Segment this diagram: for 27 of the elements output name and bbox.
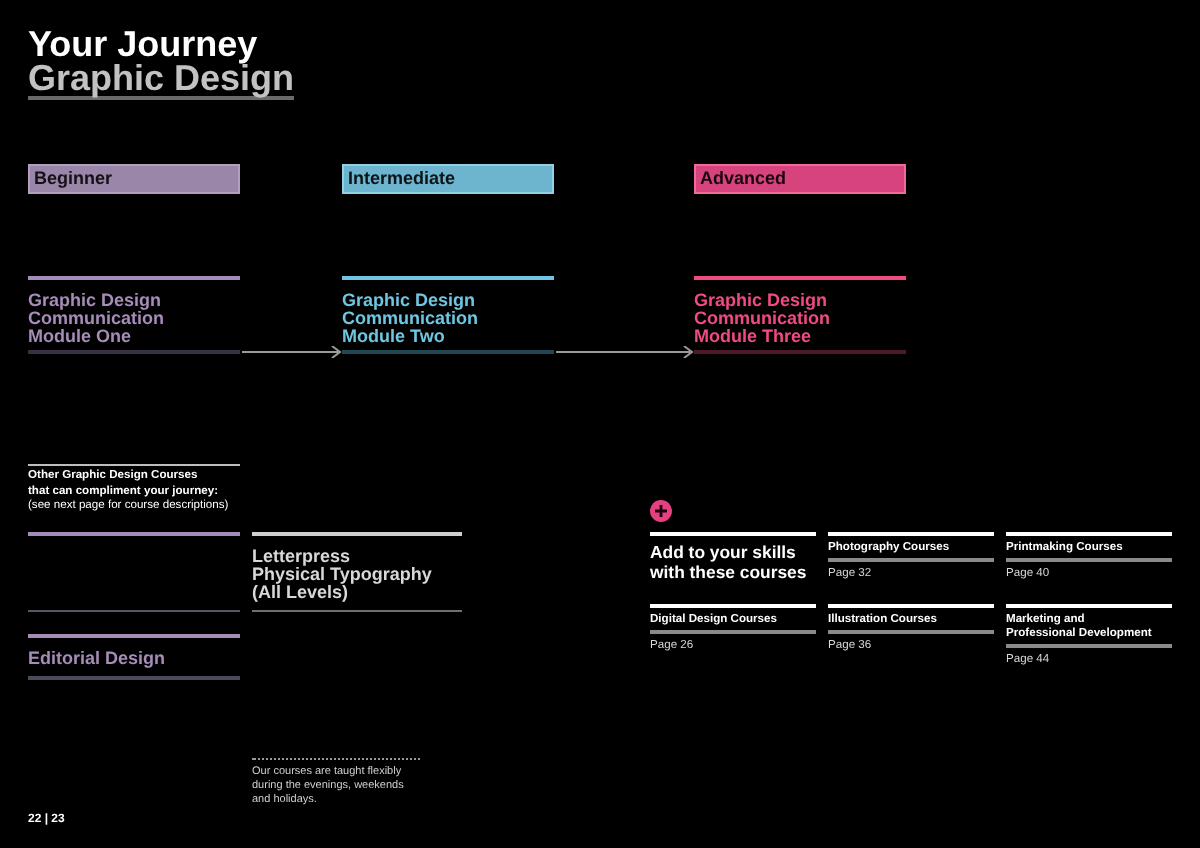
course-module <box>28 276 240 354</box>
level-banner <box>28 164 240 194</box>
arrow <box>555 345 693 359</box>
module-title: Graphic Design Communication Module Two <box>342 292 479 346</box>
arrow <box>241 345 341 359</box>
page-title: Your Journey <box>28 24 258 64</box>
course-title: Letterpress Physical Typography (All Levels) <box>252 548 432 602</box>
level-banner <box>342 164 554 194</box>
level-label: Advanced <box>700 166 787 192</box>
course-band <box>1006 532 1172 562</box>
level-banner <box>694 164 906 194</box>
course-band <box>252 532 462 612</box>
module-title: Graphic Design Communication Module One <box>28 292 165 346</box>
course-title: Editorial Design <box>28 648 166 668</box>
level-label: Beginner <box>34 166 113 192</box>
level-label: Intermediate <box>348 166 456 192</box>
course-module <box>694 276 906 354</box>
course-band <box>828 604 994 634</box>
course-band <box>1006 604 1172 648</box>
course-module <box>342 276 554 354</box>
module-title: Graphic Design Communication Module Three <box>694 292 831 346</box>
course-band <box>28 634 240 680</box>
course-band <box>28 532 240 612</box>
course-band <box>650 604 816 634</box>
page-subtitle: Graphic Design <box>28 62 295 100</box>
course-band <box>828 532 994 562</box>
section-heading: Add to your skills with these courses <box>650 542 807 582</box>
